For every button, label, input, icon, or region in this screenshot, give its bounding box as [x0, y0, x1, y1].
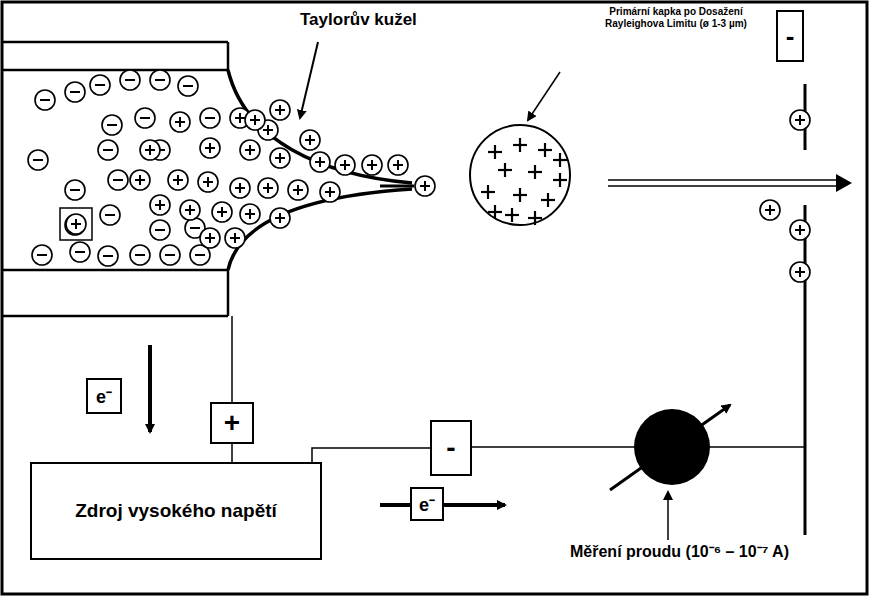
cation-symbol [130, 170, 150, 190]
charge-sign [513, 138, 527, 152]
charge-sign [553, 153, 567, 167]
anion-symbol [160, 245, 180, 265]
cation-symbol [258, 178, 278, 198]
charge-sign [498, 163, 512, 177]
cation-symbol [140, 140, 160, 160]
node-text: - [786, 21, 795, 52]
charge-sign [488, 145, 502, 159]
charge-sign [488, 205, 502, 219]
node-text: Zdroj vysokého napětí [75, 500, 277, 522]
cation-symbol [760, 200, 780, 220]
cation-symbol [790, 262, 810, 282]
anion-symbol [28, 150, 48, 170]
cation-symbol [790, 110, 810, 130]
instrument-label: Měření proudu (10⁻⁶ – 10⁻⁷ A) [570, 542, 800, 561]
cation-symbol [270, 208, 290, 228]
node-text: + [224, 407, 240, 439]
anion-symbol [70, 242, 90, 262]
charge-sign [481, 185, 495, 199]
cation-symbol [200, 228, 220, 248]
anion-symbol [90, 75, 110, 95]
charge-sign [538, 143, 552, 157]
cation-symbol [300, 130, 320, 150]
anion-symbol [150, 220, 170, 240]
anion-symbol [65, 82, 85, 102]
cation-symbol [270, 100, 290, 120]
anion-symbol [200, 108, 220, 128]
power-supply-box: Zdroj vysokého napětí [30, 462, 322, 560]
anion-symbol [102, 115, 122, 135]
anion-symbol [98, 140, 118, 160]
electron-box: e⁻ [86, 378, 122, 414]
cation-symbol [225, 228, 245, 248]
anion-symbol [98, 246, 118, 266]
cation-symbol [270, 148, 290, 168]
cation-symbol [168, 170, 188, 190]
polarity-box: + [210, 402, 254, 444]
anion-symbol [130, 245, 150, 265]
charge-sign [528, 211, 542, 225]
cation-symbol [66, 214, 86, 234]
callout-label: Taylorův kužel [300, 10, 490, 30]
anion-symbol [65, 215, 85, 235]
charge-sign [541, 193, 555, 207]
cation-symbol [335, 155, 355, 175]
node-text: - [446, 432, 455, 464]
cation-symbol [240, 204, 260, 224]
cation-symbol [415, 176, 435, 196]
cation-symbol [388, 155, 408, 175]
anion-symbol [135, 108, 155, 128]
cation-symbol [320, 182, 340, 202]
cation-symbol [198, 172, 218, 192]
cation-symbol [245, 110, 265, 130]
cation-symbol [790, 220, 810, 240]
anion-symbol [35, 90, 55, 110]
polarity-box: - [430, 420, 472, 476]
wire [312, 448, 430, 462]
electrode-sign-box: - [776, 10, 804, 62]
charge-sign [505, 208, 519, 222]
charge-sign [528, 165, 542, 179]
charge-sign [513, 188, 527, 202]
anion-symbol [65, 180, 85, 200]
cation-symbol [230, 178, 250, 198]
cation-symbol [212, 202, 232, 222]
cation-symbol [362, 155, 382, 175]
cation-symbol [200, 138, 220, 158]
node-text: e⁻ [419, 492, 435, 516]
cation-symbol [170, 112, 190, 132]
wire [231, 444, 233, 462]
cation-symbol [240, 140, 260, 160]
electron-box: e⁻ [410, 487, 444, 521]
charge-sign [553, 173, 567, 187]
anion-symbol [100, 205, 120, 225]
cation-symbol [180, 200, 200, 220]
anion-symbol [108, 170, 128, 190]
node-text: e⁻ [96, 384, 112, 408]
callout-label: Primární kapka po Dosažení Rayleighova L… [596, 6, 756, 30]
cation-symbol [310, 152, 330, 172]
cation-symbol [288, 180, 308, 200]
anion-symbol [120, 70, 140, 90]
cation-symbol [150, 195, 170, 215]
anion-symbol [178, 76, 198, 96]
anion-symbol [150, 70, 170, 90]
anion-symbol [32, 245, 52, 265]
